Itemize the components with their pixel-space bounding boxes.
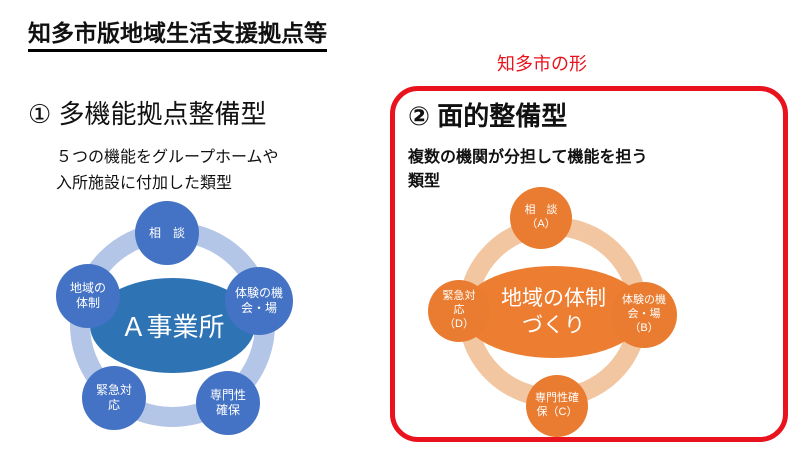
left-node-experience-opportunity: 体験の機 会・場 (225, 267, 293, 335)
right-node-consultation-a: 相 談 （A） (510, 187, 572, 249)
right-node-experience-opportunity-b: 体験の機 会・場 （B） (611, 282, 677, 348)
left-node-community-system: 地域の 体制 (56, 264, 120, 328)
right-section-description: 複数の機関が分担して機能を担う 類型 (408, 149, 648, 190)
left-node-expertise-assurance: 専門性 確保 (196, 371, 260, 435)
right-node-emergency-response-d: 緊急対 応 （D） (428, 280, 490, 342)
annotation-chitashi-shape: 知多市の形 (497, 54, 587, 74)
right-section-red-border-box (390, 86, 788, 442)
page-title: 知多市版地域生活支援拠点等 (28, 14, 327, 52)
right-section-heading: ② 面的整備型 (408, 101, 568, 131)
left-node-emergency-response: 緊急対 応 (82, 366, 146, 430)
left-node-consultation: 相 談 (135, 201, 199, 265)
left-section-description: ５つの機能をグループホームや 入所施設に付加した類型 (56, 149, 279, 193)
right-node-expertise-assurance-c: 専門性確 保（C） (526, 375, 588, 437)
left-section-heading: ① 多機能拠点整備型 (28, 99, 267, 129)
